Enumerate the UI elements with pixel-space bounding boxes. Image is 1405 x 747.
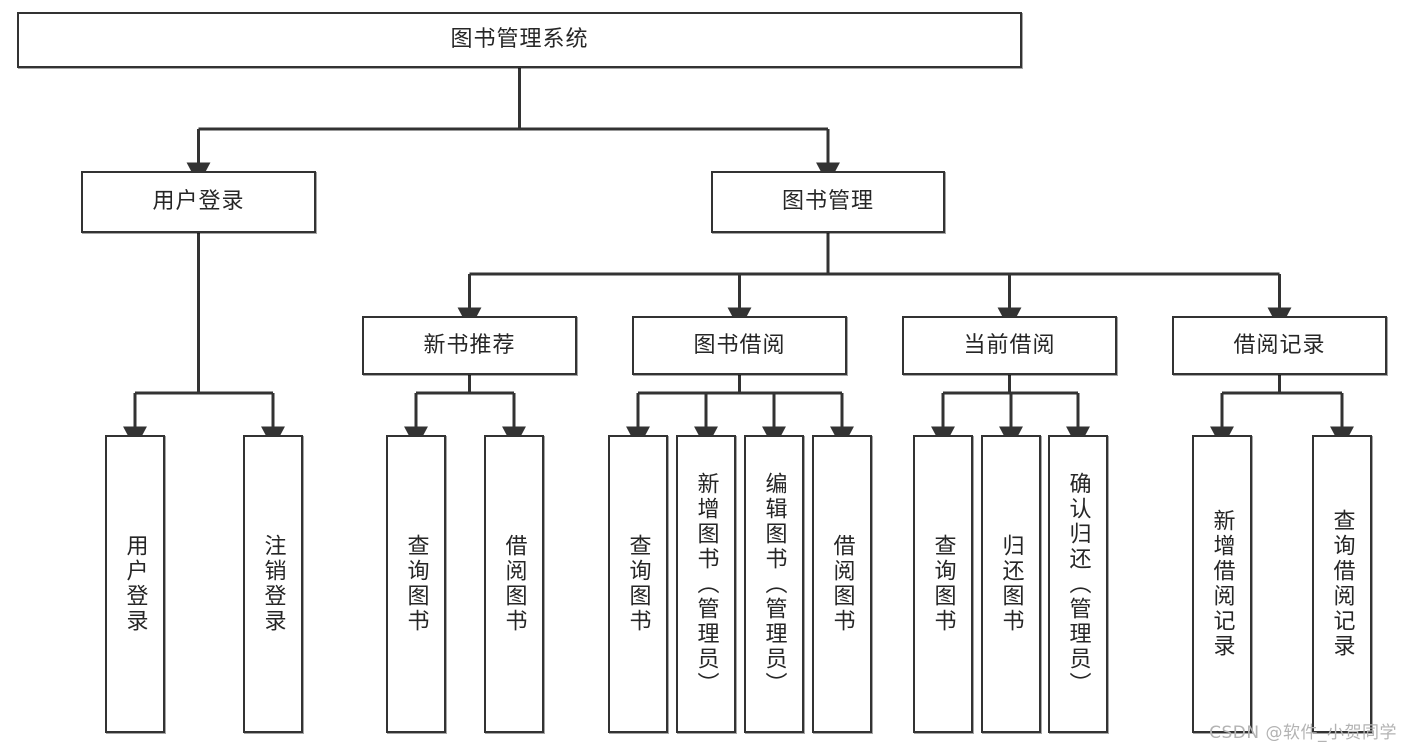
node-label: 归还图书	[998, 534, 1024, 634]
node-label: 图书管理系统	[450, 27, 589, 53]
node-label: 图书借阅	[693, 332, 786, 358]
node-leaf-query-borrow-record[interactable]: 查询借阅记录	[1312, 435, 1372, 733]
node-leaf-query-book-recommend[interactable]: 查询图书	[386, 435, 446, 733]
node-leaf-query-book-borrow[interactable]: 查询图书	[608, 435, 668, 733]
node-label: 注销登录	[260, 534, 286, 634]
node-leaf-borrow-book-recommend[interactable]: 借阅图书	[484, 435, 544, 733]
node-leaf-edit-book-admin[interactable]: 编辑图书（管理员）	[744, 435, 804, 733]
node-root[interactable]: 图书管理系统	[17, 12, 1022, 68]
node-leaf-add-book-admin[interactable]: 新增图书（管理员）	[676, 435, 736, 733]
node-label: 借阅图书	[501, 534, 527, 634]
node-label: 借阅记录	[1233, 332, 1326, 358]
node-leaf-query-book-current[interactable]: 查询图书	[913, 435, 973, 733]
node-label: 查询图书	[403, 534, 429, 634]
node-label: 新增借阅记录	[1209, 509, 1235, 659]
node-leaf-borrow-book[interactable]: 借阅图书	[812, 435, 872, 733]
node-leaf-user-login[interactable]: 用户登录	[105, 435, 165, 733]
node-label: 确认归还（管理员）	[1065, 471, 1091, 697]
node-label: 编辑图书（管理员）	[761, 471, 787, 697]
node-label: 查询图书	[930, 534, 956, 634]
node-label: 新增图书（管理员）	[693, 471, 719, 697]
node-borrow-record[interactable]: 借阅记录	[1172, 316, 1387, 375]
node-book-borrow[interactable]: 图书借阅	[632, 316, 847, 375]
csdn-watermark: CSDN @软件_小贺同学	[1209, 723, 1397, 743]
node-label: 当前借阅	[963, 332, 1056, 358]
node-label: 借阅图书	[829, 534, 855, 634]
node-label: 用户登录	[122, 534, 148, 634]
node-label: 新书推荐	[423, 332, 516, 358]
node-leaf-confirm-return-admin[interactable]: 确认归还（管理员）	[1048, 435, 1108, 733]
node-label: 查询借阅记录	[1329, 509, 1355, 659]
node-leaf-logout-login[interactable]: 注销登录	[243, 435, 303, 733]
node-new-book-recommend[interactable]: 新书推荐	[362, 316, 577, 375]
node-label: 图书管理	[781, 189, 874, 215]
node-user-login[interactable]: 用户登录	[81, 171, 316, 233]
node-book-management[interactable]: 图书管理	[711, 171, 945, 233]
node-leaf-return-book[interactable]: 归还图书	[981, 435, 1041, 733]
node-leaf-add-borrow-record[interactable]: 新增借阅记录	[1192, 435, 1252, 733]
node-current-borrow[interactable]: 当前借阅	[902, 316, 1117, 375]
node-label: 用户登录	[152, 189, 245, 215]
node-label: 查询图书	[625, 534, 651, 634]
